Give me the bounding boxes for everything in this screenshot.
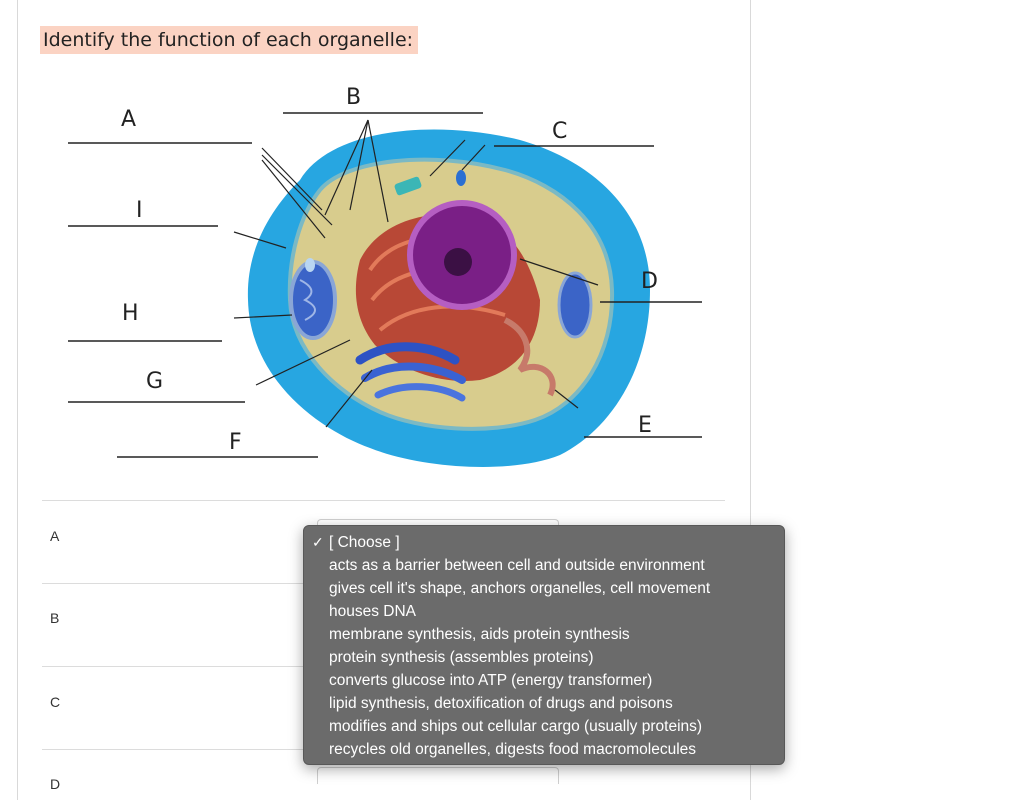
row-label-d: D xyxy=(50,776,61,792)
centriole xyxy=(394,176,422,196)
row-separator xyxy=(42,500,725,501)
mitochondrion-right xyxy=(557,271,593,339)
checkmark-icon: ✓ xyxy=(312,534,324,550)
question-title: Identify the function of each organelle: xyxy=(40,26,419,54)
label-g: G xyxy=(146,369,163,394)
label-c: C xyxy=(552,119,567,144)
dropdown-option[interactable]: houses DNA xyxy=(329,603,417,620)
dropdown-option[interactable]: recycles old organelles, digests food ma… xyxy=(329,741,697,758)
label-e: E xyxy=(638,413,652,438)
label-b: B xyxy=(346,85,361,110)
dropdown-option[interactable]: modifies and ships out cellular cargo (u… xyxy=(329,718,703,735)
label-f: F xyxy=(229,430,242,455)
label-h: H xyxy=(122,301,139,326)
vesicle xyxy=(456,170,466,186)
dropdown-option[interactable]: gives cell it's shape, anchors organelle… xyxy=(329,580,711,597)
mitochondrion-left xyxy=(289,260,337,340)
label-d: D xyxy=(641,269,658,294)
row-label-c: C xyxy=(50,694,61,710)
dropdown-option[interactable]: lipid synthesis, detoxification of drugs… xyxy=(329,695,673,712)
answer-select-d[interactable] xyxy=(317,767,559,784)
dropdown-option[interactable]: membrane synthesis, aids protein synthes… xyxy=(329,626,630,643)
label-a: A xyxy=(121,107,136,132)
golgi-apparatus xyxy=(355,342,460,365)
dropdown-option[interactable]: acts as a barrier between cell and outsi… xyxy=(329,557,705,574)
label-i: I xyxy=(136,198,143,223)
row-label-b: B xyxy=(50,610,60,626)
nucleolus xyxy=(444,248,472,276)
function-dropdown-menu[interactable]: ✓ [ Choose ] acts as a barrier between c… xyxy=(303,525,785,765)
dropdown-option[interactable]: converts glucose into ATP (energy transf… xyxy=(329,672,653,689)
smooth-er xyxy=(503,317,556,397)
dropdown-option[interactable]: ✓ [ Choose ] xyxy=(304,531,784,554)
row-label-a: A xyxy=(50,528,60,544)
cell-diagram: A B C I H D G E F xyxy=(68,85,702,467)
dropdown-option[interactable]: protein synthesis (assembles proteins) xyxy=(329,649,594,666)
